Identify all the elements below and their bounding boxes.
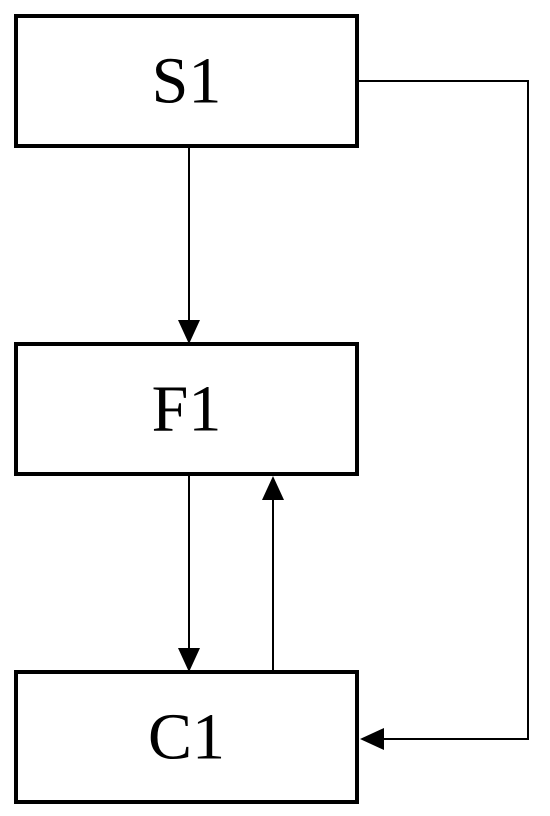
node-s1-box (14, 14, 359, 148)
edge-f1-to-c1 (178, 474, 200, 672)
node-c1-box (14, 670, 359, 804)
node-f1-box (14, 342, 359, 476)
edge-s1-to-c1-line (357, 80, 529, 740)
edge-s1-to-c1 (357, 80, 529, 750)
edge-f1-to-c1-arrowhead (178, 648, 200, 672)
edge-s1-to-f1-arrowhead (178, 320, 200, 344)
edge-c1-to-f1-arrowhead (262, 476, 284, 500)
node-c1: C1 (14, 670, 359, 804)
node-f1-label: F1 (152, 373, 222, 446)
node-s1-label: S1 (152, 45, 222, 118)
node-s1: S1 (14, 14, 359, 148)
edge-s1-to-f1 (178, 146, 200, 344)
edge-s1-to-c1-arrowhead (360, 728, 384, 750)
edge-c1-to-f1 (262, 476, 284, 672)
node-c1-label: C1 (148, 701, 225, 774)
node-f1: F1 (14, 342, 359, 476)
